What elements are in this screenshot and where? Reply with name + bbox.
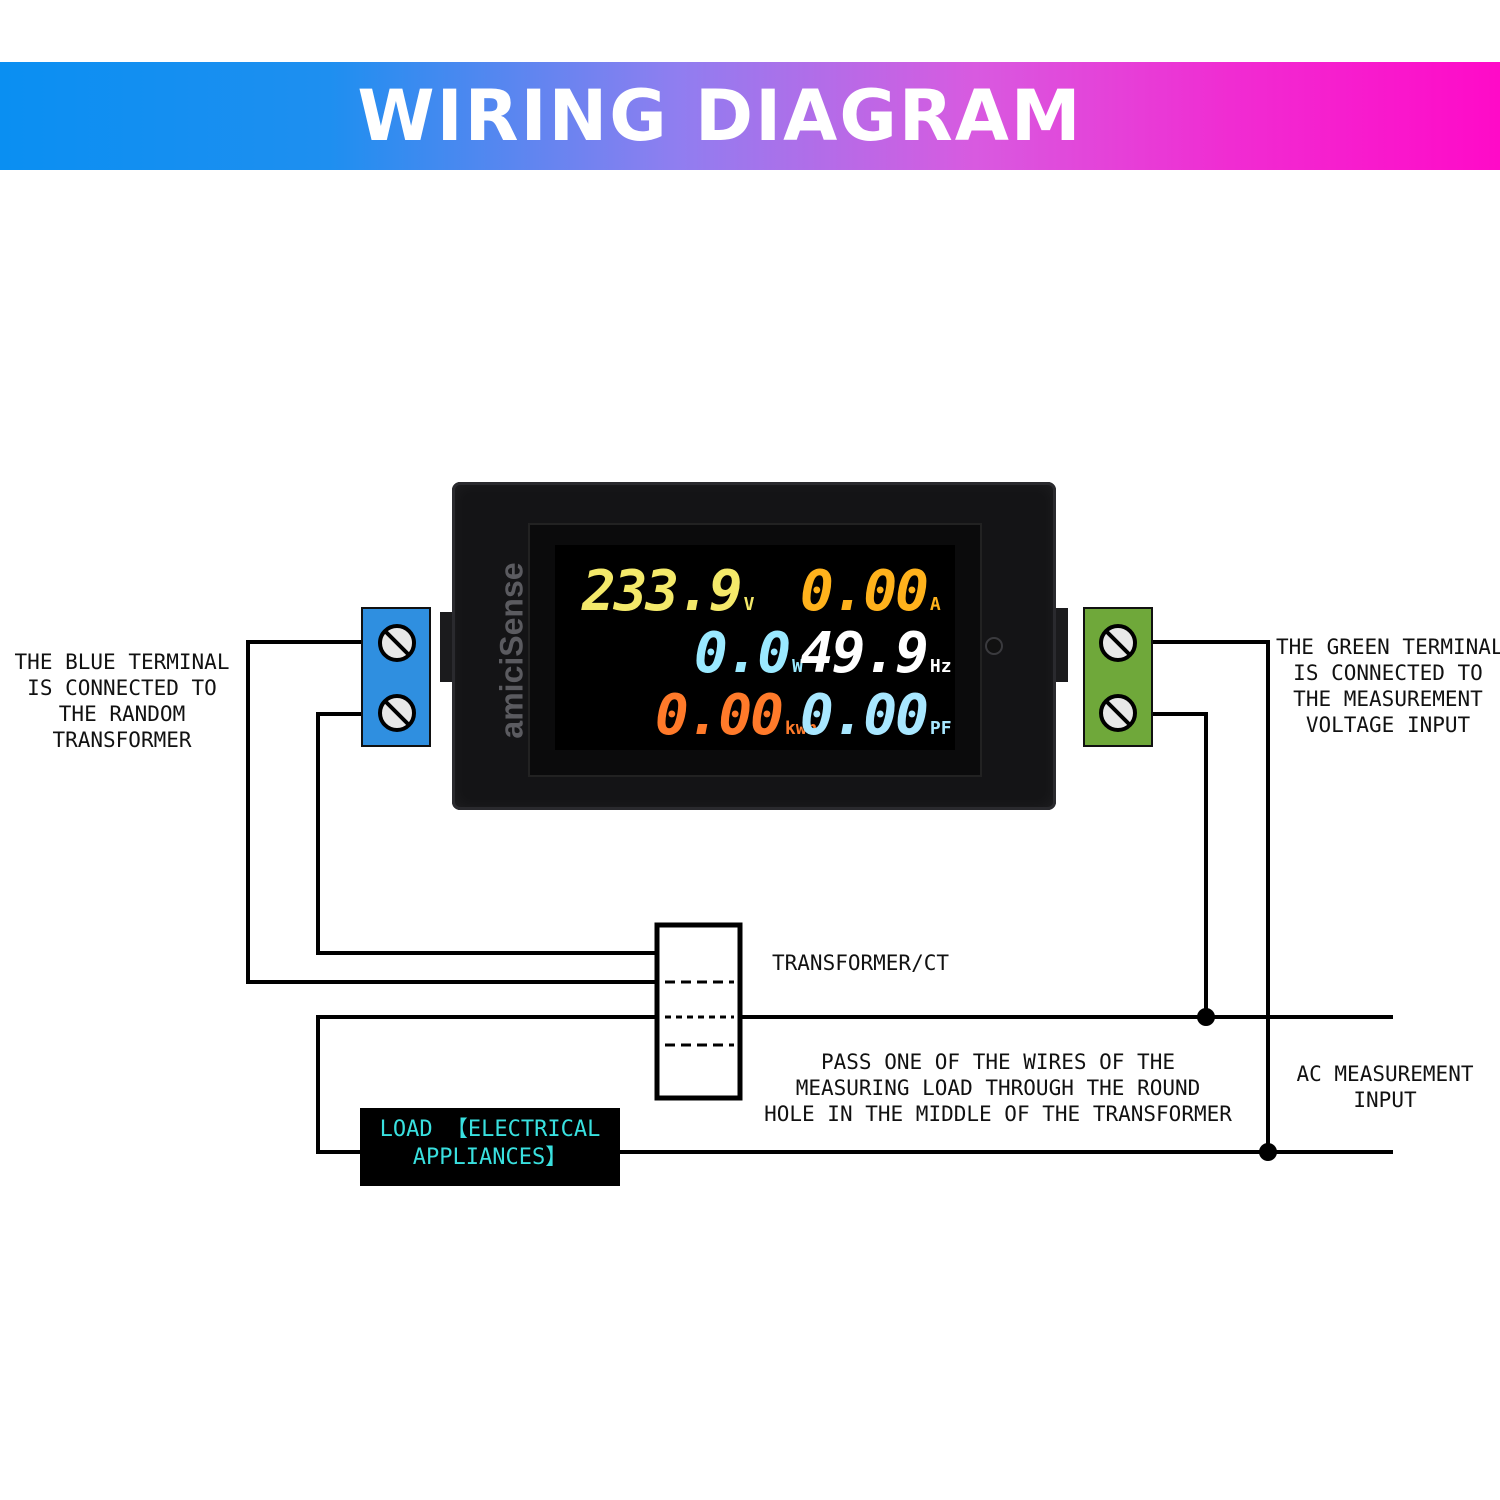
transformer-label: TRANSFORMER/CT	[772, 951, 950, 975]
junction-dot-bottom	[1259, 1143, 1277, 1161]
green-terminal-label: THE GREEN TERMINAL IS CONNECTED TO THE M…	[1276, 635, 1500, 737]
wire-blue-top	[246, 640, 657, 984]
ac-input-label: AC MEASUREMENT INPUT	[1296, 1062, 1474, 1112]
display-screen	[555, 545, 955, 750]
screw-icon	[1099, 624, 1137, 732]
wire-green-top	[1152, 640, 1270, 1152]
blue-terminal-label: THE BLUE TERMINAL IS CONNECTED TO THE RA…	[14, 650, 230, 752]
load-return-wire	[316, 1015, 657, 1154]
screw-icon	[378, 624, 416, 732]
junction-dot-top	[1197, 1008, 1215, 1026]
transformer-ct	[654, 922, 743, 1101]
pass-wire-instruction: PASS ONE OF THE WIRES OF THE MEASURING L…	[764, 1050, 1232, 1126]
wire-green-bottom	[1152, 712, 1208, 1017]
indicator-led	[985, 637, 1003, 655]
page-title: WIRING DIAGRAM	[357, 75, 1083, 157]
wire-blue-bottom	[316, 712, 657, 955]
load-box	[360, 1108, 620, 1186]
title-banner	[0, 62, 1500, 170]
load-label: LOAD 【ELECTRICAL APPLIANCES】	[379, 1117, 601, 1170]
